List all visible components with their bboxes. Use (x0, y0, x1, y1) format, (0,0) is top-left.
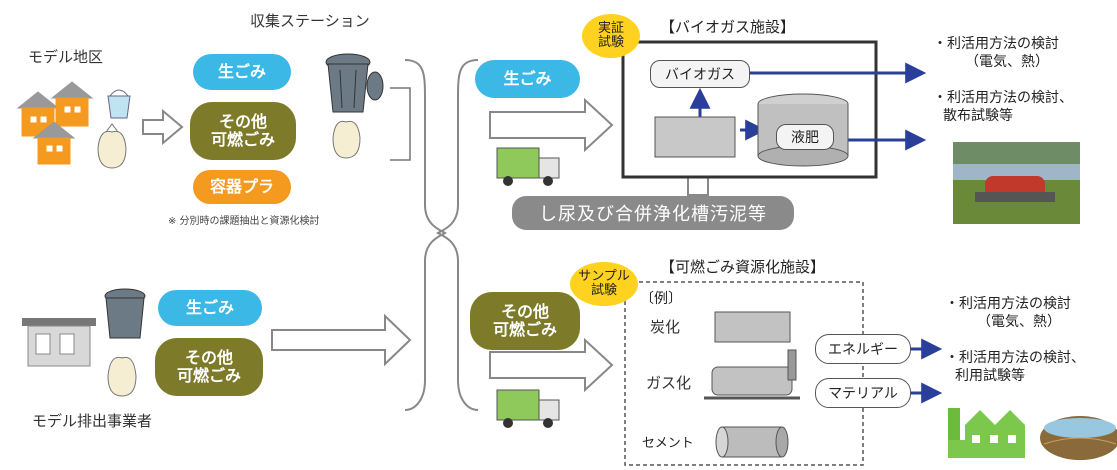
energy-use-bullets: ・利活用方法の検討 （電気、熱） (945, 296, 1071, 330)
example-label: 〔例〕 (640, 291, 682, 307)
fertilizer-use-bullets: ・利活用方法の検討、 散布試験等 (933, 90, 1073, 124)
power-plant-icon (948, 408, 1025, 458)
gasification-icon (704, 349, 800, 400)
station-pill-other-combustible: その他 可燃ごみ (190, 102, 296, 160)
cement-icon (715, 426, 789, 458)
business-bag-icon (107, 356, 137, 397)
arrow-mid-bottom-to-combustible (489, 337, 614, 393)
arrow-business-to-mid (271, 313, 412, 367)
business-building-icon (22, 318, 96, 367)
houses-icon (16, 81, 94, 165)
grouping-brace (404, 59, 447, 411)
material-use-bullets: ・利活用方法の検討、 利用試験等 (945, 350, 1085, 384)
grouping-brace-right (436, 59, 479, 411)
digester-block (654, 116, 736, 158)
combustible-heading: 【可燃ごみ資源化施設】 (660, 258, 826, 276)
business-trash-can-icon (104, 288, 146, 339)
business-pill-other-combustible: その他 可燃ごみ (155, 338, 263, 396)
station-pill-plastic: 容器プラ (193, 170, 291, 204)
station-bag-icon (332, 120, 361, 159)
arrow-mid-top-to-biogas (489, 97, 614, 153)
mid-pill-food-waste: 生ごみ (475, 60, 580, 98)
method-carbonization: 炭化 (650, 318, 681, 336)
station-title: 収集ステーション (250, 12, 370, 30)
farmland-icon (1040, 416, 1117, 460)
fertilizer-box: 液肥 (776, 124, 834, 150)
model-area-label: モデル地区 (28, 48, 104, 66)
verification-badge: 実証 試験 (582, 14, 640, 58)
mid-pill-other-combustible: その他 可燃ごみ (470, 292, 580, 350)
model-business-label: モデル排出事業者 (32, 412, 153, 430)
truck-icon-bottom (496, 389, 560, 428)
trash-can-icon (325, 53, 384, 113)
biogas-use-bullets: ・利活用方法の検討 （電気、熱） (933, 36, 1059, 70)
biogas-heading: 【バイオガス施設】 (660, 18, 796, 36)
sludge-banner: し尿及び合併浄化槽汚泥等 (512, 196, 794, 230)
method-gasification: ガス化 (646, 374, 692, 392)
biogas-box: バイオガス (650, 60, 750, 88)
sample-badge: サンプル 試験 (570, 262, 638, 306)
business-pill-food-waste: 生ごみ (158, 290, 262, 326)
truck-icon-top (496, 147, 560, 186)
field-spraying-photo (953, 142, 1080, 224)
trash-bag-icon (97, 123, 127, 169)
station-note: ※ 分別時の課題抽出と資源化検討 (168, 216, 320, 227)
energy-box: エネルギー (815, 334, 911, 364)
arrow-area-to-station (142, 108, 184, 146)
method-cement: セメント (642, 436, 694, 451)
material-box: マテリアル (815, 378, 911, 408)
carbonization-icon (714, 311, 791, 343)
station-pill-food-waste: 生ごみ (193, 54, 291, 90)
bucket-icon (107, 89, 131, 119)
station-bracket (390, 87, 411, 161)
